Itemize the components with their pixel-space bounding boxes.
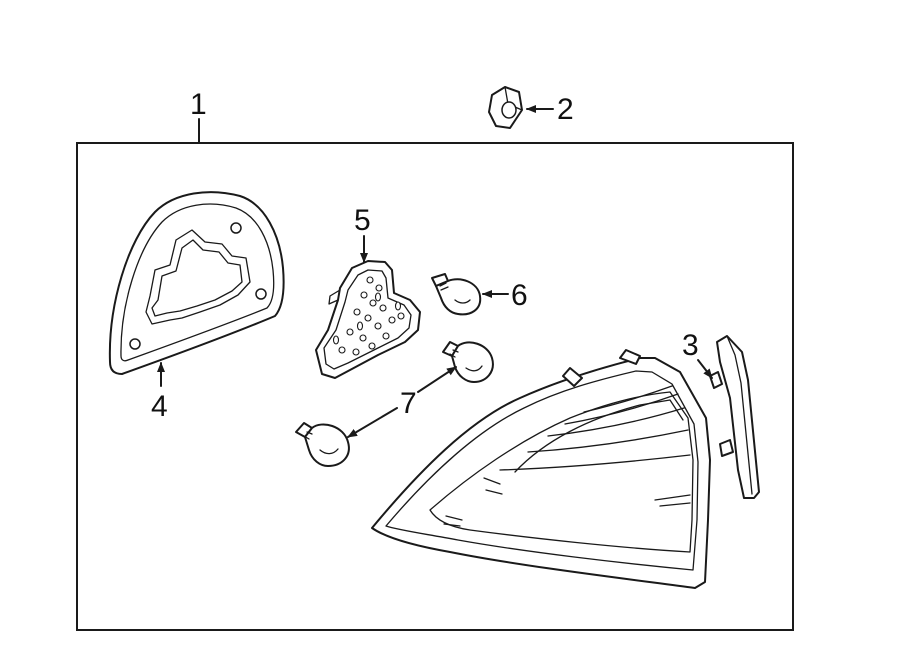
assembly-frame [76, 142, 794, 631]
part-7-bulb-upper [442, 341, 494, 383]
callout-7: 7 [347, 366, 457, 438]
tail-lamp-lens [371, 349, 711, 589]
part-2-nut [488, 86, 523, 129]
part-5-socket-plate [315, 260, 421, 379]
callout-2-label: 2 [557, 93, 574, 126]
callout-3: 3 [682, 329, 713, 379]
callout-4: 4 [151, 362, 168, 423]
callout-7-label: 7 [400, 387, 417, 420]
callout-2: 2 [526, 93, 574, 126]
callout-5: 5 [354, 204, 371, 263]
callout-6: 6 [482, 279, 528, 312]
callout-4-label: 4 [151, 390, 168, 423]
callout-1-label: 1 [190, 88, 207, 121]
part-7-bulb-lower [295, 422, 350, 467]
callout-1: 1 [190, 88, 207, 144]
callout-3-label: 3 [682, 329, 699, 362]
callout-5-label: 5 [354, 204, 371, 237]
callout-6-label: 6 [511, 279, 528, 312]
part-6-bulb [431, 273, 482, 316]
part-3-side-marker [709, 335, 760, 499]
part-4-gasket [108, 191, 285, 375]
